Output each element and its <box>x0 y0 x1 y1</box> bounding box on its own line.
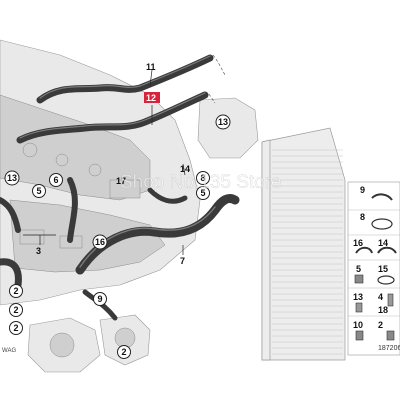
callout-8-circle: 8 <box>196 171 210 185</box>
panel-label-4: 4 <box>378 292 383 302</box>
hose-12 <box>16 91 209 144</box>
svg-text:6: 6 <box>53 175 58 185</box>
spring-clamp-icon <box>377 246 397 254</box>
reference-number: 187206 <box>378 345 400 352</box>
svg-text:2: 2 <box>13 286 18 296</box>
svg-text:2: 2 <box>121 347 126 357</box>
bolt-icon <box>354 274 364 284</box>
hose-6 <box>67 177 78 243</box>
callout-2-circle: 2 <box>117 345 131 359</box>
parts-panel: 9 8 16 14 5 15 13 4 18 10 2 <box>347 181 400 356</box>
callout-3: 3 <box>36 246 41 256</box>
screw-icon <box>355 302 363 313</box>
callout-16-circle: 16 <box>92 234 108 250</box>
panel-label-5: 5 <box>356 264 361 274</box>
o-ring-icon <box>377 275 395 285</box>
bolt-icon <box>355 330 364 341</box>
svg-text:5: 5 <box>36 186 41 196</box>
svg-text:8: 8 <box>200 173 205 183</box>
panel-label-10: 10 <box>353 320 363 330</box>
callout-6-circle: 6 <box>49 173 63 187</box>
dashed-guide <box>208 93 216 104</box>
screw-icon <box>387 293 394 307</box>
callout-5-circle: 5 <box>196 186 210 200</box>
callout-12-highlight: 12 <box>144 92 160 103</box>
hose-3 <box>0 197 22 289</box>
panel-label-14: 14 <box>378 238 388 248</box>
callout-2-circle: 2 <box>9 284 23 298</box>
radiator <box>261 127 346 361</box>
panel-label-18: 18 <box>378 305 388 315</box>
water-pump <box>27 314 151 373</box>
panel-label-15: 15 <box>378 264 388 274</box>
bolt-icon <box>386 330 395 341</box>
bottom-left-text: WAG <box>2 348 16 354</box>
engine-block <box>0 39 201 306</box>
panel-label-9: 9 <box>360 185 365 195</box>
svg-text:16: 16 <box>95 237 105 247</box>
svg-text:9: 9 <box>97 294 102 304</box>
svg-text:13: 13 <box>7 173 17 183</box>
callout-11: 11 <box>146 62 156 72</box>
hose-clip-icon <box>371 193 393 201</box>
callout-7: 7 <box>180 256 185 266</box>
expansion-tank <box>197 97 259 159</box>
callout-2-circle: 2 <box>9 321 23 335</box>
panel-label-2: 2 <box>378 320 383 330</box>
spring-clamp-icon <box>355 246 373 254</box>
o-ring-icon <box>371 218 393 230</box>
panel-label-13: 13 <box>353 292 363 302</box>
callout-2-circle: 2 <box>9 303 23 317</box>
svg-text:2: 2 <box>13 323 18 333</box>
callout-9-circle: 9 <box>93 292 107 306</box>
callout-12: 12 <box>146 93 156 103</box>
svg-text:5: 5 <box>200 188 205 198</box>
svg-text:2: 2 <box>13 305 18 315</box>
svg-text:13: 13 <box>218 117 228 127</box>
callout-5-circle: 5 <box>32 184 46 198</box>
hose-11 <box>36 54 214 104</box>
callout-13-circle: 13 <box>4 170 20 186</box>
dashed-guide <box>212 54 226 76</box>
panel-label-8: 8 <box>360 212 365 222</box>
hose-14 <box>147 187 188 204</box>
watermark: Shop No.135 Store <box>120 172 282 193</box>
callout-13-circle: 13 <box>215 114 231 130</box>
callout-14: 14 <box>180 164 190 174</box>
panel-label-16: 16 <box>353 238 363 248</box>
callout-17: 17 <box>116 176 126 186</box>
